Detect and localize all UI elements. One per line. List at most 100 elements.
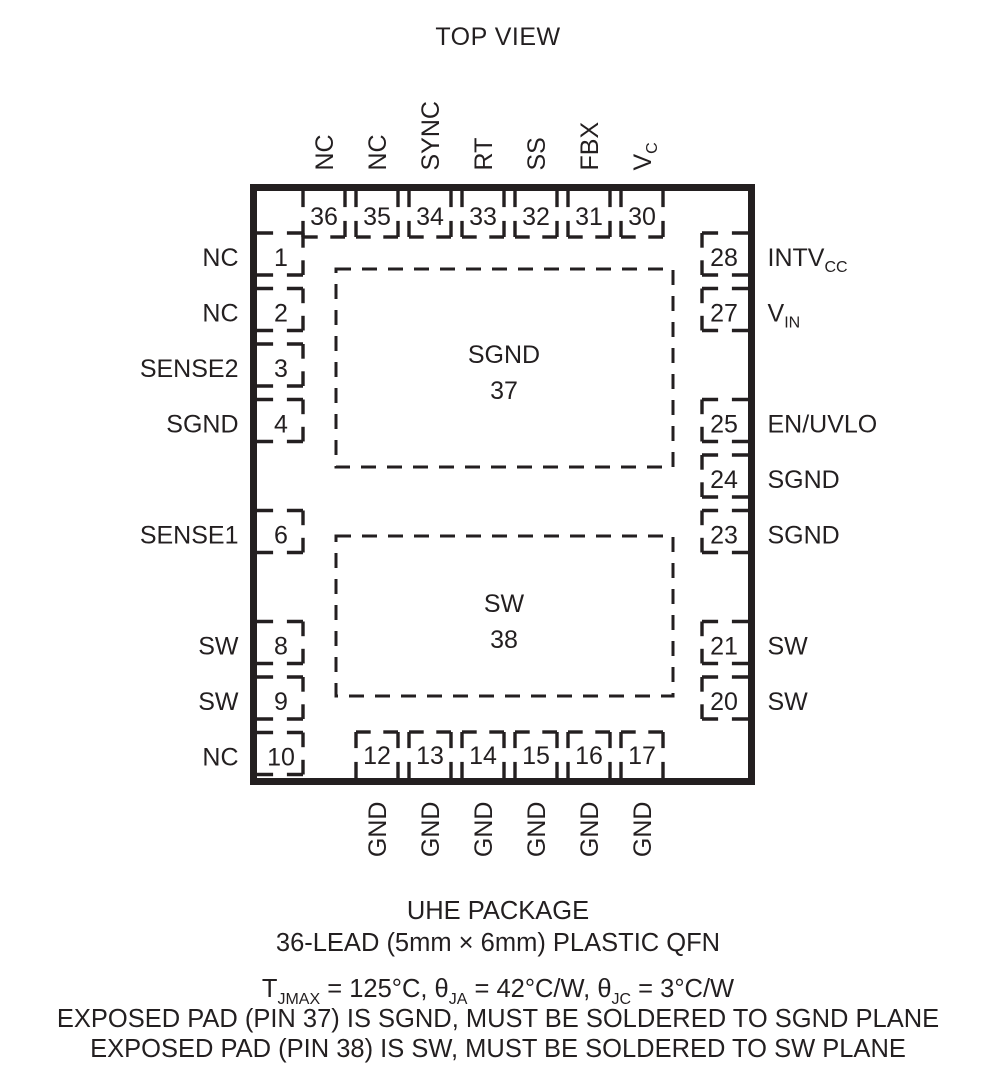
pin-pad-30: 30 — [619, 191, 665, 239]
pin-number-15: 15 — [522, 742, 550, 770]
pin-label-24: SGND — [768, 466, 840, 494]
pin-label-23: SGND — [768, 522, 840, 550]
pin-label-35: NC — [364, 134, 392, 170]
pin-pad-36: 36 — [301, 191, 347, 239]
pin-pad-17: 17 — [619, 730, 665, 778]
pin-label-10: NC — [202, 744, 238, 772]
pin-number-31: 31 — [575, 203, 603, 231]
pin-pad-15: 15 — [513, 730, 559, 778]
pin-number-10: 10 — [267, 744, 295, 772]
pin-label-1: NC — [202, 244, 238, 272]
exposed-pad-sw-number: 38 — [490, 626, 518, 654]
pin-label-25: EN/UVLO — [768, 411, 878, 439]
exposed-pad-sw-name: SW — [484, 590, 525, 618]
top-pin-row: 36 NC 35 NC 34 SYNC 33 RT 32 SS 31 FBX 30 VC — [301, 101, 665, 239]
theta-ja-value: = 42°C/W, — [467, 975, 597, 1003]
pin-label-14: GND — [470, 802, 498, 858]
pin-number-12: 12 — [363, 742, 391, 770]
pin-pad-2: 2 — [257, 286, 305, 333]
theta-ja-subscript: JA — [449, 991, 468, 1008]
pin-number-2: 2 — [274, 300, 288, 328]
pin-label-13: GND — [417, 802, 445, 858]
package-body-outline — [250, 184, 755, 785]
pin-pad-4: 4 — [257, 397, 305, 444]
pin-pad-32: 32 — [513, 191, 559, 239]
pin-number-16: 16 — [575, 742, 603, 770]
pin-number-32: 32 — [522, 203, 550, 231]
theta-jc-symbol: θ — [597, 975, 611, 1003]
pin-pad-10: 10 — [257, 730, 305, 777]
pin-pad-12: 12 — [354, 730, 400, 778]
pin-label-9: SW — [198, 688, 239, 716]
exposed-pad-sgnd-number: 37 — [490, 377, 518, 405]
pin-label-30: VC — [629, 142, 661, 170]
pin-label-15: GND — [523, 802, 551, 858]
pin-number-14: 14 — [469, 742, 497, 770]
pin-label-27: VIN — [768, 300, 801, 332]
pin-label-17: GND — [629, 802, 657, 858]
pin-pad-23: 23 — [700, 508, 748, 555]
pin-pad-27: 27 — [700, 286, 748, 333]
pin-pad-25: 25 — [700, 397, 748, 444]
pin-number-17: 17 — [628, 742, 656, 770]
pin-number-21: 21 — [710, 633, 738, 661]
pin-label-16: GND — [576, 802, 604, 858]
pin-label-20: SW — [768, 688, 809, 716]
pin-label-32: SS — [523, 137, 551, 170]
theta-jc-value: = 3°C/W — [631, 975, 734, 1003]
theta-jc-subscript: JC — [612, 991, 632, 1008]
pin-pad-33: 33 — [460, 191, 506, 239]
pin-label-2: NC — [202, 300, 238, 328]
pin-pad-28: 28 — [700, 231, 748, 277]
pin-label-6: SENSE1 — [140, 522, 239, 550]
pin-pad-1: 1 — [257, 231, 305, 277]
pin-number-33: 33 — [469, 203, 497, 231]
pin-pad-6: 6 — [257, 508, 305, 555]
pin-pad-16: 16 — [566, 730, 612, 778]
pin-number-27: 27 — [710, 300, 738, 328]
exposed-pad-sgnd — [334, 267, 675, 469]
pin-number-20: 20 — [710, 688, 738, 716]
pin-number-8: 8 — [274, 633, 288, 661]
pin-number-23: 23 — [710, 522, 738, 550]
pin-label-33: RT — [470, 138, 498, 171]
theta-ja-symbol: θ — [435, 975, 449, 1003]
pin-number-1: 1 — [274, 244, 288, 272]
pin-number-13: 13 — [416, 742, 444, 770]
package-lead-label: 36-LEAD (5mm × 6mm) PLASTIC QFN — [276, 929, 720, 957]
pin-pad-21: 21 — [700, 619, 748, 666]
exposed-pad-sgnd-name: SGND — [468, 341, 540, 369]
pin-pad-34: 34 — [407, 191, 453, 239]
thermal-spec-line: TJMAX = 125°C, θJA = 42°C/W, θJC = 3°C/W — [262, 975, 734, 1008]
pin-number-24: 24 — [710, 466, 738, 494]
diagram-title: TOP VIEW — [435, 23, 560, 51]
pin-pad-14: 14 — [460, 730, 506, 778]
exposed-pad-sw — [334, 534, 675, 698]
pin-pad-8: 8 — [257, 619, 305, 666]
pin-number-9: 9 — [274, 688, 288, 716]
pin-number-30: 30 — [628, 203, 656, 231]
pin-number-36: 36 — [310, 203, 338, 231]
pin-number-4: 4 — [274, 411, 288, 439]
pin-pad-9: 9 — [257, 675, 305, 721]
tjmax-symbol: T — [262, 975, 278, 1003]
pin-label-3: SENSE2 — [140, 355, 239, 383]
pin-label-31: FBX — [576, 122, 604, 171]
exposed-pad-note-38: EXPOSED PAD (PIN 38) IS SW, MUST BE SOLD… — [90, 1035, 906, 1063]
exposed-pad-note-37: EXPOSED PAD (PIN 37) IS SGND, MUST BE SO… — [57, 1005, 939, 1033]
pin-label-34: SYNC — [417, 101, 445, 170]
pin-number-28: 28 — [710, 244, 738, 272]
pin-label-21: SW — [768, 633, 809, 661]
tjmax-value: = 125°C, — [320, 975, 434, 1003]
pin-number-6: 6 — [274, 522, 288, 550]
pin-label-36: NC — [311, 134, 339, 170]
pin-label-28: INTVCC — [768, 244, 848, 276]
pin-label-8: SW — [198, 633, 239, 661]
pin-number-35: 35 — [363, 203, 391, 231]
pin-pad-13: 13 — [407, 730, 453, 778]
